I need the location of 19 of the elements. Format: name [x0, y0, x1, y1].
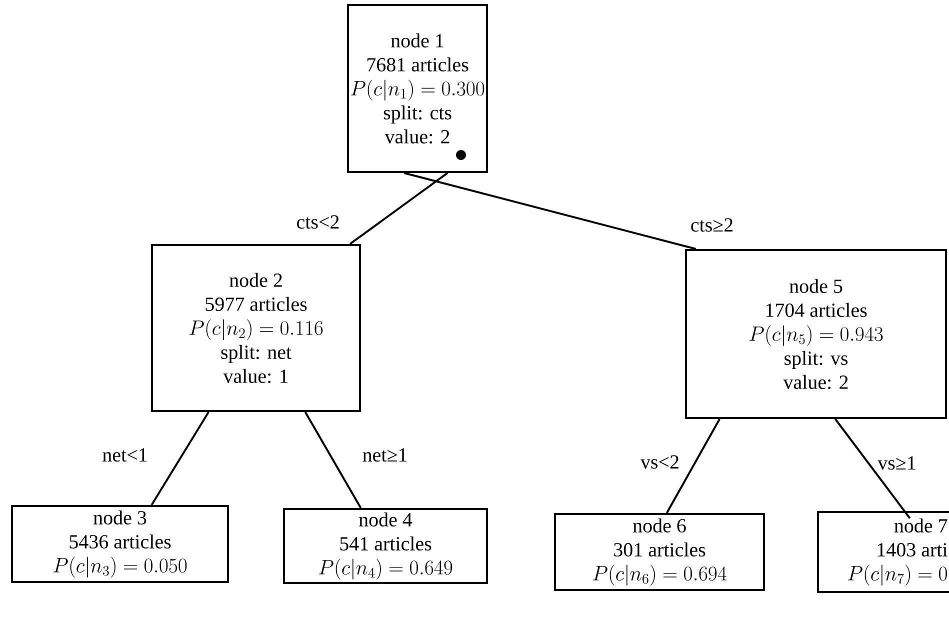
tree-node-box: node 1 7681 articles $P(c|n_1) = 0.300$ split: cts value: 2: [347, 4, 488, 173]
edge-label: net<1: [101, 447, 149, 463]
tree-node-box: node 7 1403 arti $P(c|n_7) = 0$: [817, 510, 949, 593]
edge-label: net≥1: [361, 447, 409, 463]
branch-line: [404, 172, 696, 250]
tree-node-box: node 5 1704 articles $P(c|n_5) = 0.943$ split: vs value: 2: [685, 249, 947, 419]
branch-line: [834, 418, 911, 519]
branch-line: [349, 172, 448, 245]
tree-node-box: node 2 5977 articles $P(c|n_2) = 0.116$ split: net value: 1: [151, 244, 361, 412]
edge-label: cts<2: [295, 214, 341, 230]
edge-label: vs<2: [639, 454, 681, 470]
branch-line: [150, 411, 210, 506]
tree-node-box: node 3 5436 articles $P(c|n_3) = 0.050$: [11, 504, 229, 583]
edge-label: vs≥1: [876, 455, 918, 471]
tree-node-box: node 6 301 articles $P(c|n_6) = 0.694$: [554, 512, 765, 591]
edge-label: cts≥2: [689, 217, 735, 233]
branch-line: [666, 418, 720, 514]
branch-line: [304, 411, 362, 508]
tree-node-box: node 4 541 articles $P(c|n_4) = 0.649$: [283, 508, 488, 584]
